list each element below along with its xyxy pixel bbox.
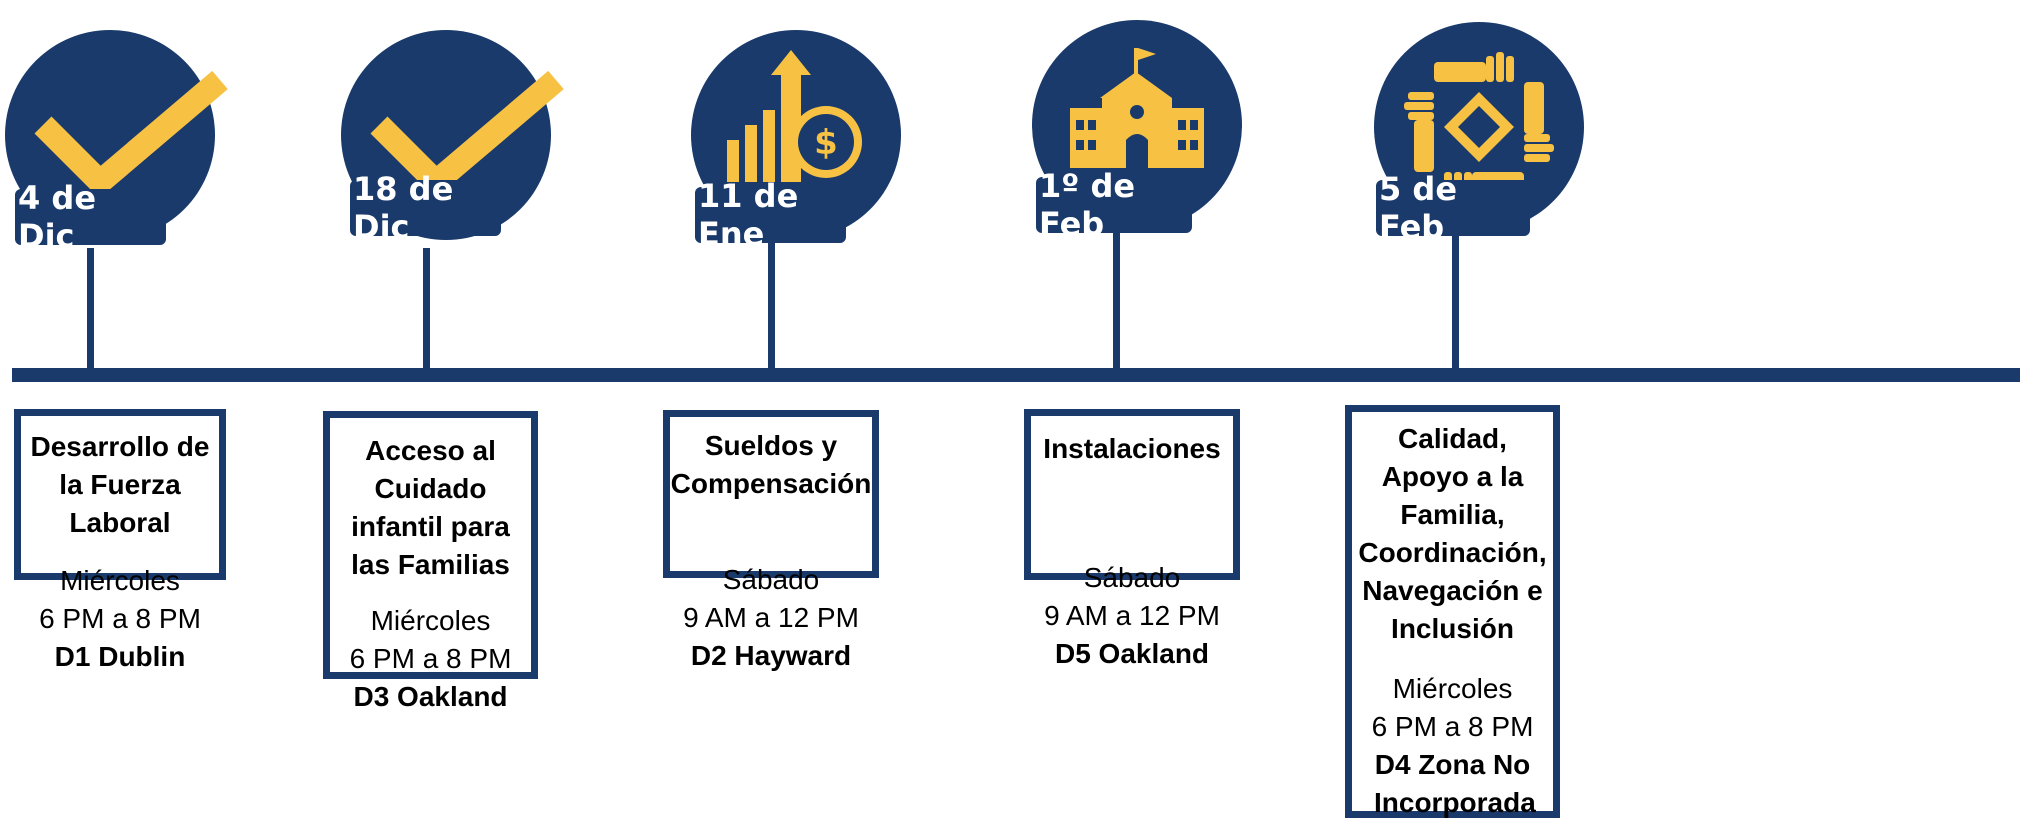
event-2-topic: Acceso al Cuidado infantil para las Fami… — [351, 435, 510, 580]
event-3-day: Sábado — [722, 564, 820, 595]
event-5-day: Miércoles — [1392, 673, 1513, 704]
event-4-stem — [1113, 232, 1120, 370]
event-1-time: 6 PM a 8 PM — [39, 603, 201, 634]
event-1-place: D1 Dublin — [54, 641, 186, 672]
checkmark-icon — [370, 70, 564, 199]
event-5-date: 5 de Feb — [1379, 170, 1527, 246]
event-3-date: 11 de Ene — [698, 177, 843, 253]
event-2-place: D3 Oakland — [353, 681, 508, 712]
event-3-time: 9 AM a 12 PM — [683, 602, 859, 633]
event-1-card: Desarrollo de la Fuerza Laboral Miércole… — [14, 409, 226, 672]
event-3-topic: Sueldos y Compensación — [670, 430, 872, 499]
checkmark-icon — [34, 70, 228, 199]
event-5-card: Calidad, Apoyo a la Familia, Coordinació… — [1345, 405, 1560, 818]
timeline-line — [12, 368, 2020, 382]
event-4-topic: Instalaciones — [1043, 433, 1221, 464]
event-5-time: 6 PM a 8 PM — [1371, 711, 1534, 742]
event-1-day: Miércoles — [60, 565, 180, 596]
event-2-time: 6 PM a 8 PM — [349, 643, 512, 674]
event-4-date: 1º de Feb — [1039, 167, 1189, 243]
event-5-topic: Calidad, Apoyo a la Familia, Coordinació… — [1358, 423, 1547, 644]
event-1-topic: Desarrollo de la Fuerza Laboral — [30, 431, 210, 538]
event-1-date: 4 de Dic — [18, 179, 163, 255]
event-3-stem — [768, 240, 775, 370]
event-3-place: D2 Hayward — [690, 640, 852, 671]
svg-text:$: $ — [814, 123, 838, 163]
event-4-place: D5 Oakland — [1054, 638, 1210, 669]
event-4-card: Instalaciones Sábado 9 AM a 12 PM D5 Oak… — [1024, 409, 1240, 669]
event-3-card: Sueldos y Compensación Sábado 9 AM a 12 … — [663, 410, 879, 671]
event-1-stem — [87, 248, 94, 370]
event-2-day: Miércoles — [370, 605, 491, 636]
event-2-stem — [423, 248, 430, 370]
event-2-card: Acceso al Cuidado infantil para las Fami… — [323, 411, 538, 712]
school-building-icon — [1070, 48, 1204, 168]
money-growth-icon: $ — [727, 50, 862, 182]
event-4-day: Sábado — [1083, 562, 1181, 593]
event-5-stem — [1452, 228, 1459, 370]
event-2-date: 18 de Dic — [353, 170, 498, 246]
event-4-time: 9 AM a 12 PM — [1044, 600, 1220, 631]
event-5-place: D4 Zona No Incorporada — [1374, 749, 1536, 818]
